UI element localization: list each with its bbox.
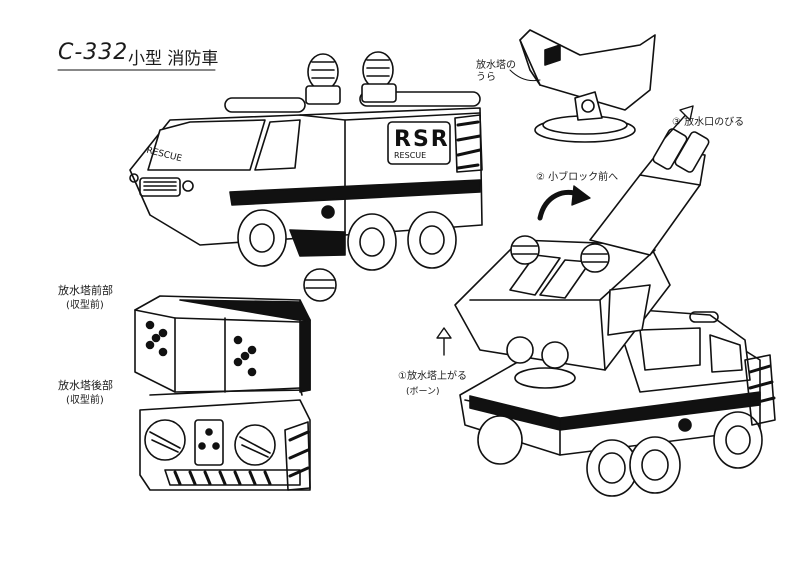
label-step-3: ③ 放水口のびる	[672, 117, 745, 128]
label-step-2: ② 小ブロック前へ	[536, 172, 619, 183]
tower-back-panel	[139, 387, 311, 491]
label-tower-back-sub: (収型前)	[66, 395, 104, 406]
truck-transform-view	[454, 128, 776, 497]
label-tower-front: 放水塔前部	[58, 284, 113, 297]
truck-logo-sub: RESCUE	[394, 151, 427, 160]
step-arrows	[436, 105, 694, 356]
label-step-1-sub: (ボーン)	[406, 387, 440, 397]
sheet-title: 小型 消防車	[128, 49, 219, 69]
truck-side-view	[129, 51, 483, 271]
tower-back-detail	[509, 29, 656, 143]
sheet-code: C-332	[58, 40, 129, 65]
label-tower-back-note: 放水塔の うら	[476, 60, 516, 83]
truck-logo: RSR	[394, 127, 450, 152]
label-step-1: ①放水塔上がる	[398, 371, 467, 382]
tower-front-panel	[134, 268, 337, 393]
label-tower-front-sub: (収型前)	[66, 300, 104, 311]
label-tower-back: 放水塔後部	[58, 379, 113, 392]
